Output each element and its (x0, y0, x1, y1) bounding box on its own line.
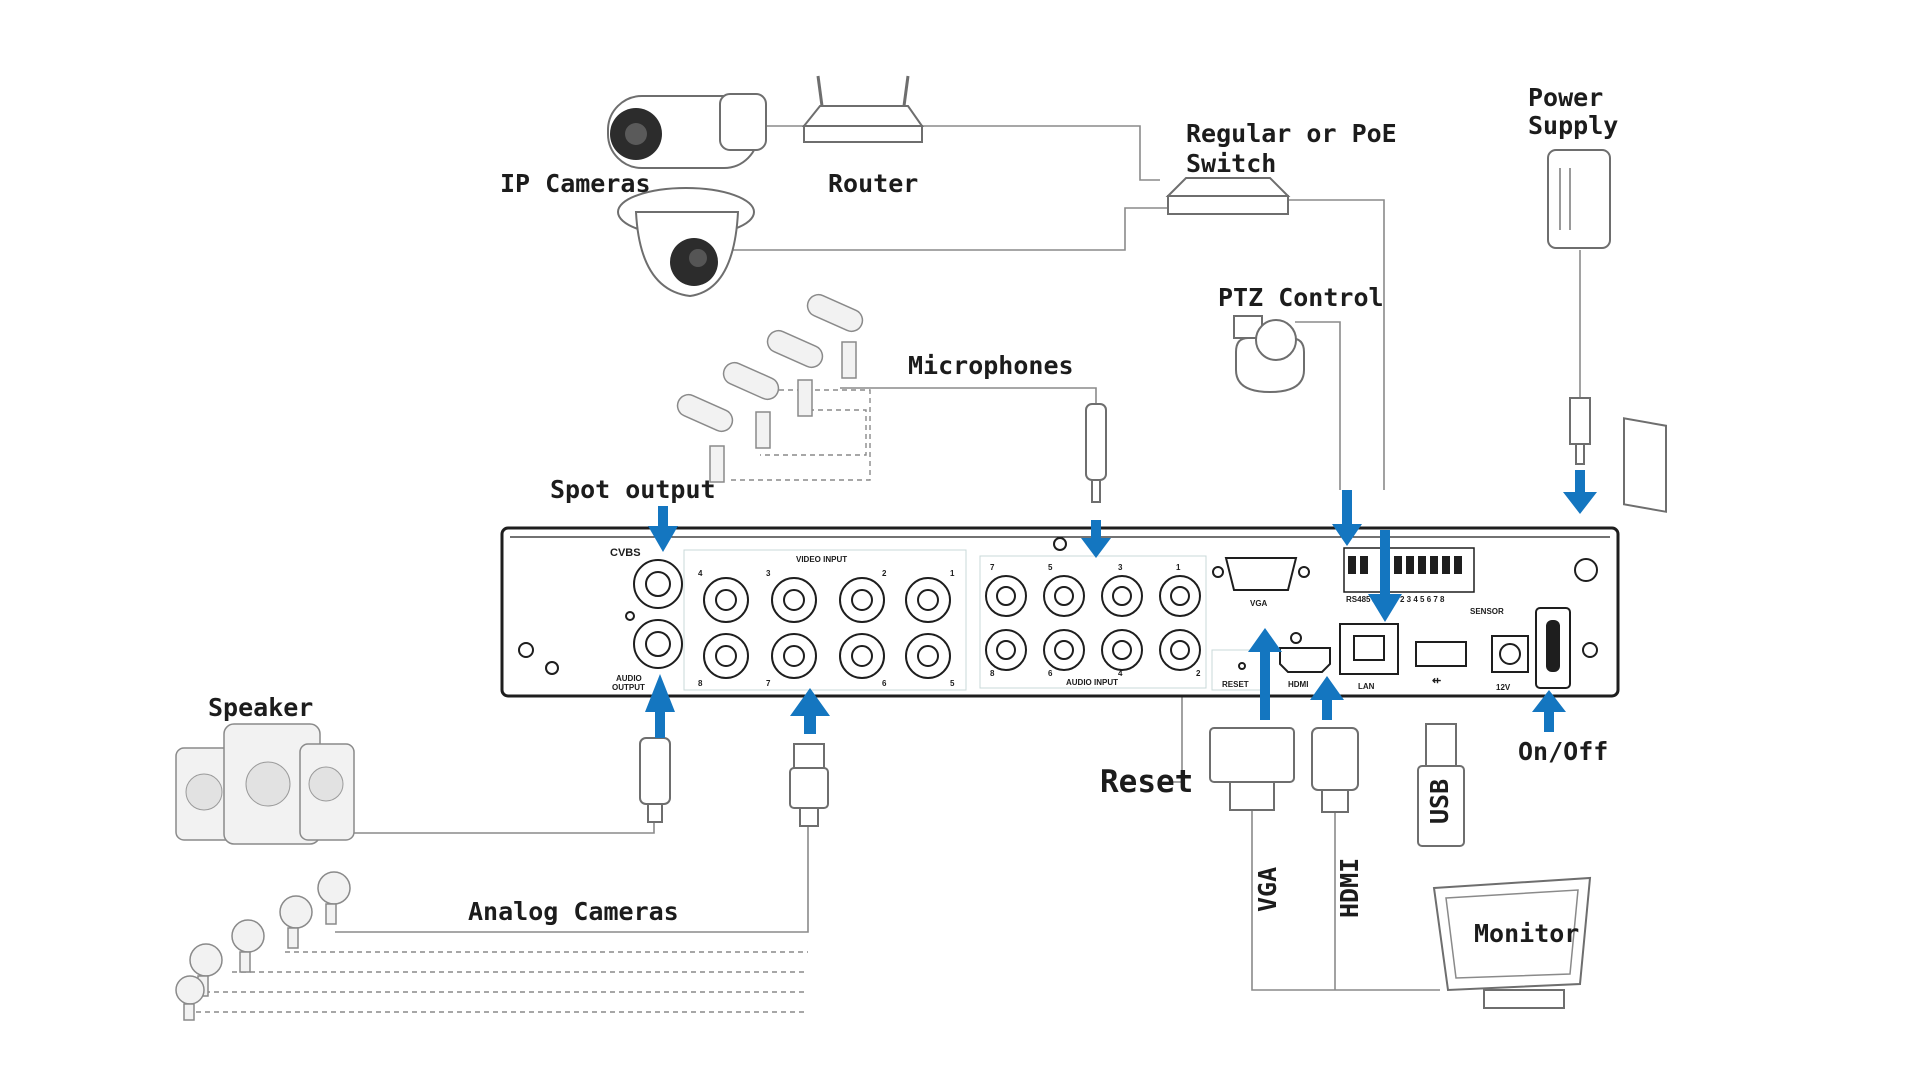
speaker-icon (175, 723, 355, 845)
rca-plug-icon (639, 737, 671, 823)
switch-label-line2: Switch (1186, 149, 1276, 178)
audio-port-number-4: 4 (1118, 669, 1123, 678)
monitor-label: Monitor (1474, 919, 1579, 948)
vga-port (1224, 557, 1298, 591)
reset-label: Reset (1100, 764, 1193, 800)
video-port-number-8: 8 (698, 679, 703, 688)
panel-sensor-numbers: 2 3 4 5 6 7 8 (1400, 595, 1445, 604)
video-port-number-4: 4 (698, 569, 703, 578)
audio-port-number-1: 1 (1176, 563, 1181, 572)
video-port-number-7: 7 (766, 679, 771, 688)
switch-icon (1165, 177, 1291, 215)
audio-port-number-2: 2 (1196, 669, 1201, 678)
reset-button (1238, 662, 1246, 670)
panel-lan-label: LAN (1358, 682, 1375, 691)
audio-port-number-6: 6 (1048, 669, 1053, 678)
audio-port-number-3: 3 (1118, 563, 1123, 572)
bnc-plug-icon (789, 743, 829, 827)
nvr-rear-panel: CVBS AUDIO OUTPUT VIDEO INPUT 4 3 2 1 8 … (500, 526, 1620, 698)
analog-cameras-icon (175, 871, 351, 1021)
spot-output-label: Spot output (550, 475, 716, 504)
arrow-down-lan-icon (1368, 530, 1402, 622)
audio-port-number-7: 7 (990, 563, 995, 572)
panel-hdmi-label: HDMI (1288, 680, 1308, 689)
arrow-down-spot-output-icon (648, 506, 678, 552)
blue-arrows (645, 470, 1597, 738)
monitor-icon: Monitor (1432, 876, 1592, 1009)
speaker-label: Speaker (208, 693, 313, 722)
ptz-control-label: PTZ Control (1218, 283, 1384, 312)
arrow-down-power-icon (1563, 470, 1597, 514)
hdmi-port (1279, 647, 1331, 673)
video-port-number-5: 5 (950, 679, 955, 688)
microphones-label: Microphones (908, 351, 1074, 380)
panel-cvbs-label: CVBS (610, 547, 641, 559)
usb-stick-icon: USB (1417, 723, 1465, 847)
video-port-number-6: 6 (882, 679, 887, 688)
ip-bullet-camera-icon (607, 93, 767, 169)
hdmi-cable-label: HDMI (1335, 858, 1364, 918)
panel-reset-label: RESET (1222, 680, 1249, 689)
labels: IP Cameras Router Regular or PoE Switch … (208, 83, 1618, 926)
analog-cameras-label: Analog Cameras (468, 897, 679, 926)
ip-dome-camera-icon (617, 187, 755, 298)
panel-audio-output-label-line2: OUTPUT (612, 683, 645, 692)
usb-symbol-icon: ⇷ (1432, 675, 1441, 687)
panel-video-input-label: VIDEO INPUT (796, 555, 847, 564)
vga-plug-icon (1209, 727, 1295, 811)
panel-rs485-label: RS485 ALA (1346, 595, 1389, 604)
microphones-icon (676, 293, 1107, 503)
panel-vga-label: VGA (1250, 599, 1268, 608)
router-label: Router (828, 169, 918, 198)
power-supply-icon (1547, 149, 1667, 513)
vga-cable-label: VGA (1253, 867, 1282, 912)
audio-input-ports (985, 575, 1201, 671)
usb-port (1415, 641, 1467, 667)
panel-sensor-label: SENSOR (1470, 607, 1504, 616)
power-supply-label-line1: Power (1528, 83, 1603, 112)
ptz-camera-icon (1233, 315, 1305, 394)
video-port-number-1: 1 (950, 569, 955, 578)
audio-port-number-5: 5 (1048, 563, 1053, 572)
audio-port-number-8: 8 (990, 669, 995, 678)
wires (196, 125, 1581, 1013)
video-input-ports (703, 577, 951, 679)
arrow-down-audio-input-icon (1081, 520, 1111, 558)
power-supply-label-line2: Supply (1528, 111, 1618, 140)
arrow-up-vga-icon (1248, 628, 1282, 720)
video-port-number-3: 3 (766, 569, 771, 578)
hdmi-plug-icon (1311, 727, 1359, 813)
usb-label: USB (1425, 779, 1454, 824)
ip-cameras-label: IP Cameras (500, 169, 651, 198)
switch-label-line1: Regular or PoE (1186, 119, 1397, 148)
arrow-up-video-input-icon (790, 688, 830, 734)
arrow-down-rs485-icon (1332, 490, 1362, 546)
arrow-up-hdmi-icon (1310, 676, 1344, 720)
sensor-terminals (1348, 556, 1462, 574)
router-icon (801, 75, 924, 143)
panel-audio-output-label-line1: AUDIO (616, 674, 642, 683)
on-off-label: On/Off (1518, 737, 1608, 766)
panel-audio-input-label: AUDIO INPUT (1066, 678, 1118, 687)
panel-power-rating-label: 12V (1496, 683, 1511, 692)
arrow-up-audio-output-icon (645, 674, 675, 738)
video-port-number-2: 2 (882, 569, 887, 578)
arrow-up-on-off-icon (1532, 690, 1566, 732)
